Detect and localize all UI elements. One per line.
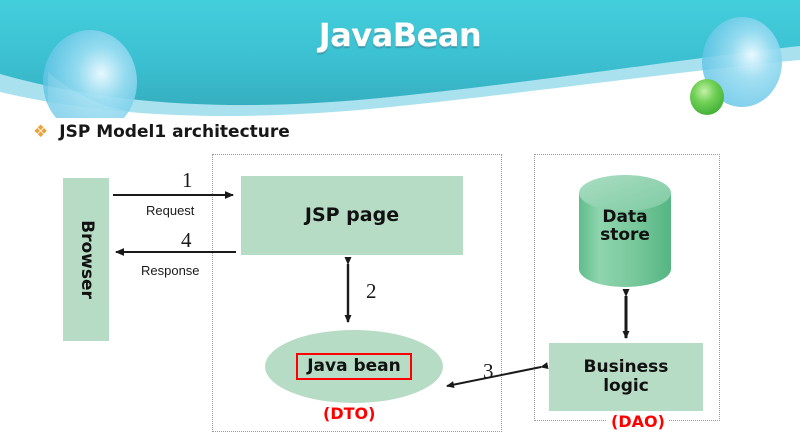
diamond-bullet-icon: ❖ — [33, 121, 49, 141]
web-tier-container — [212, 154, 502, 432]
node-browser: Browser — [63, 178, 109, 341]
bullet-row: ❖ JSP Model1 architecture — [33, 118, 290, 146]
node-data-store — [579, 175, 671, 287]
flow-arrows — [113, 191, 630, 389]
dao-tag: (DAO) — [607, 412, 669, 431]
header-decoration — [0, 0, 800, 118]
arrow-bean-business — [446, 362, 549, 389]
node-java-bean: Java bean — [265, 330, 443, 403]
flow-label-request: Request — [146, 203, 195, 218]
flow-label-response: Response — [141, 263, 200, 278]
flow-number-4: 4 — [181, 228, 192, 252]
node-jsp-page: JSP page — [241, 176, 463, 255]
node-business-logic: Business logic — [549, 343, 703, 411]
node-java-bean-label: Java bean — [296, 353, 412, 380]
flow-number-3: 3 — [483, 359, 494, 383]
slide-header-banner: JavaBean — [0, 0, 800, 118]
dto-tag: (DTO) — [323, 404, 376, 423]
flow-number-1: 1 — [182, 168, 193, 192]
flow-number-2: 2 — [366, 279, 377, 303]
architecture-diagram: Browser JSP page Java bean (DTO) Data st… — [0, 146, 800, 448]
bullet-text: JSP Model1 architecture — [59, 122, 290, 142]
node-business-logic-label: Business logic — [583, 356, 669, 396]
page-title: JavaBean — [318, 16, 482, 54]
node-jsp-page-label: JSP page — [304, 203, 400, 226]
